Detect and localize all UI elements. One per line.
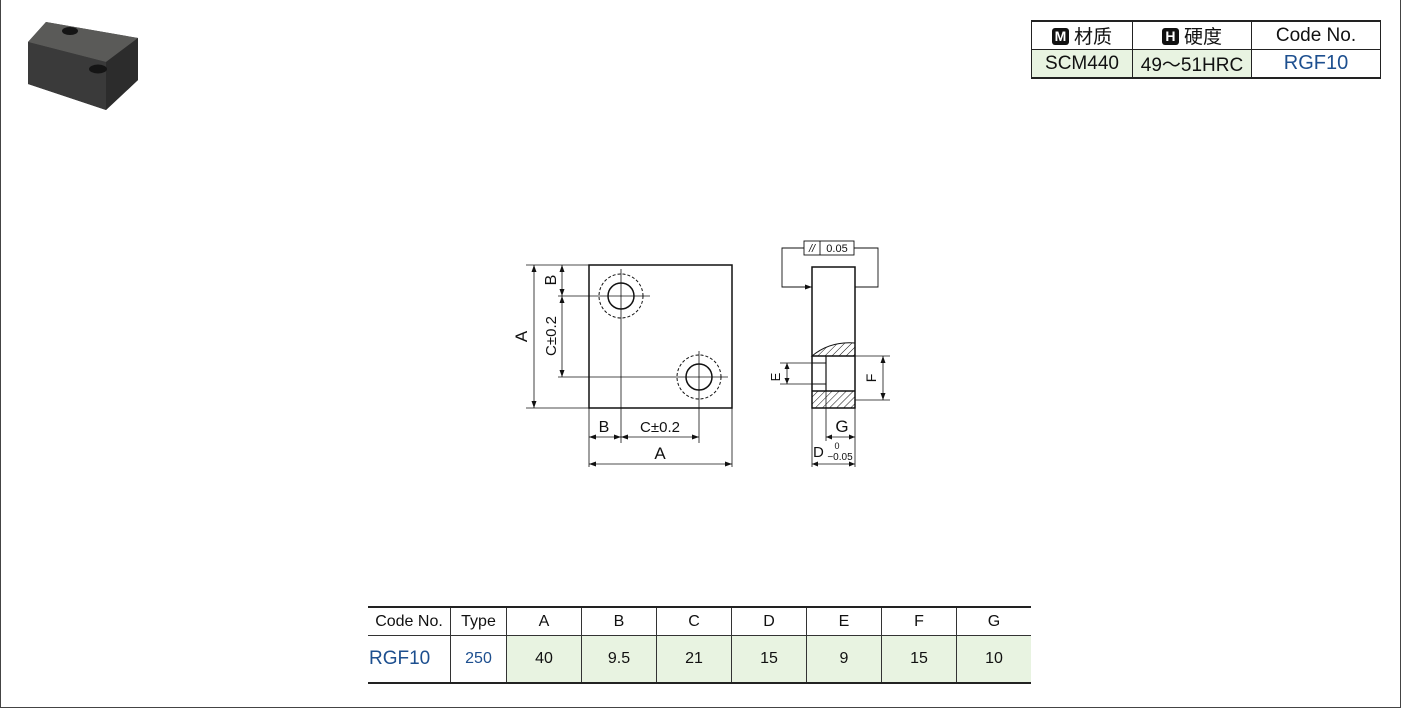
header-type: Type (450, 606, 507, 636)
dim-d-tol-upper: 0 (834, 441, 839, 451)
product-photo (28, 22, 138, 110)
front-view-outline (588, 264, 733, 409)
header-a: A (506, 606, 582, 636)
dim-d: D (813, 444, 824, 461)
dim-a-left: A (512, 330, 531, 342)
side-view-outline (811, 266, 856, 409)
dimension-table: Code No. Type A B C D E F G RGF10 250 40… (368, 606, 1031, 684)
row-f: 15 (881, 635, 957, 684)
table-row: RGF10 250 40 9.5 21 15 9 15 10 (368, 635, 1031, 684)
row-d: 15 (731, 635, 807, 684)
header-g: G (956, 606, 1031, 636)
dim-c-bottom: C±0.2 (640, 419, 680, 436)
technical-drawing: A B C±0.2 B C±0.2 A // 0.05 E F (512, 240, 890, 467)
row-g: 10 (956, 635, 1031, 684)
dimension-table-header: Code No. Type A B C D E F G (368, 606, 1031, 636)
row-b: 9.5 (581, 635, 657, 684)
header-f: F (881, 606, 957, 636)
row-c: 21 (656, 635, 732, 684)
dim-g: G (835, 417, 848, 436)
code-header: Code No. (1251, 20, 1381, 50)
code-value[interactable]: RGF10 (1251, 49, 1381, 79)
row-type: 250 (450, 635, 507, 684)
header-code: Code No. (368, 606, 451, 636)
dim-e: E (768, 372, 783, 381)
header-e: E (806, 606, 882, 636)
parallelism-symbol: // (808, 243, 816, 255)
material-value: SCM440 (1031, 49, 1133, 79)
header-b: B (581, 606, 657, 636)
dim-c-left: C±0.2 (543, 316, 560, 356)
hardness-badge: H (1161, 28, 1179, 45)
parallelism-value: 0.05 (826, 243, 847, 255)
header-d: D (731, 606, 807, 636)
hardness-value: 49〜51HRC (1132, 49, 1252, 79)
row-code[interactable]: RGF10 (368, 635, 451, 684)
dim-a-bottom: A (654, 444, 666, 463)
row-e: 9 (806, 635, 882, 684)
dim-d-tol-lower: −0.05 (827, 452, 853, 463)
dim-b-left: B (543, 275, 560, 286)
material-badge: M (1051, 28, 1069, 45)
row-a: 40 (506, 635, 582, 684)
dim-b-bottom: B (599, 419, 610, 436)
dim-f: F (863, 374, 879, 383)
header-c: C (656, 606, 732, 636)
